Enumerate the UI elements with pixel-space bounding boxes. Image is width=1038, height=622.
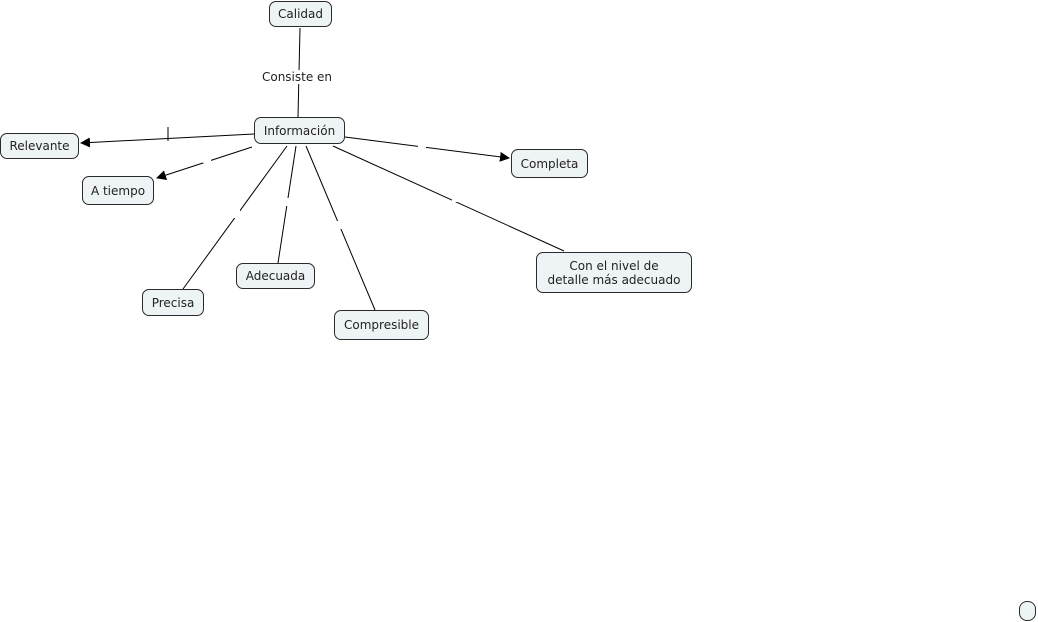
node-completa[interactable]: Completa (511, 149, 588, 178)
node-adecuada[interactable]: Adecuada (236, 263, 315, 289)
node-relevante[interactable]: Relevante (0, 133, 79, 159)
node-nivel-detalle[interactable]: Con el nivel de detalle más adecuado (536, 252, 692, 293)
node-calidad[interactable]: Calidad (269, 1, 332, 27)
node-compresible[interactable]: Compresible (334, 310, 429, 340)
link-informacion-nivel-detalle[interactable] (332, 145, 565, 252)
link-informacion-completa[interactable] (344, 136, 510, 162)
node-a-tiempo[interactable]: A tiempo (82, 176, 154, 205)
node-informacion[interactable]: Información (254, 117, 345, 144)
node-empty[interactable] (1019, 601, 1036, 621)
node-precisa[interactable]: Precisa (142, 289, 204, 316)
link-label-consiste-en: Consiste en (260, 70, 334, 84)
